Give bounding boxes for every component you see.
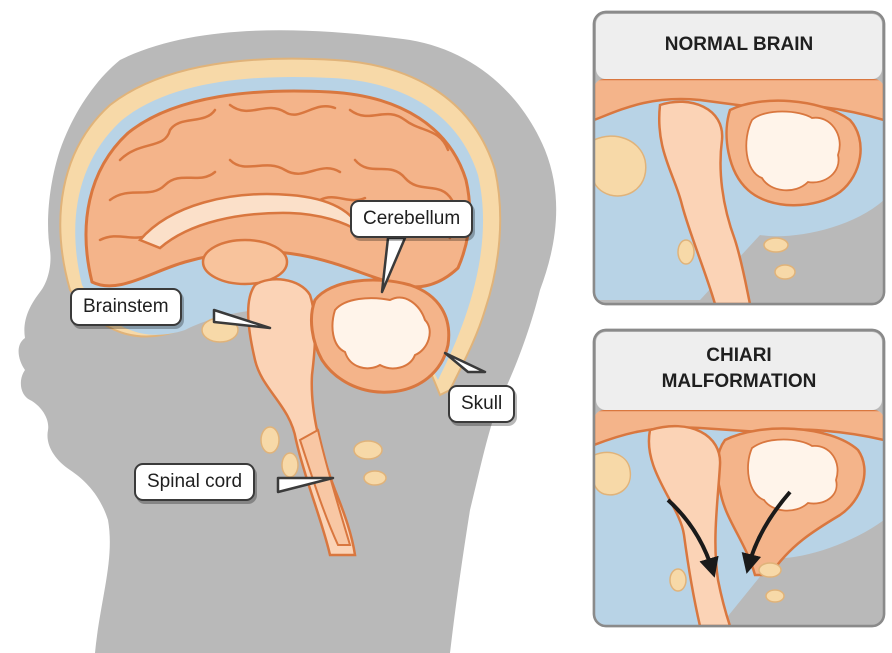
skull-label: Skull bbox=[448, 385, 515, 423]
normal-brain-title: NORMAL BRAIN bbox=[596, 32, 882, 58]
spinal-cord-label: Spinal cord bbox=[134, 463, 255, 501]
chiari-title-line2: MALFORMATION bbox=[596, 369, 882, 395]
thalamus bbox=[203, 240, 287, 284]
chiari-title-line1: CHIARI bbox=[596, 343, 882, 369]
cerebellum-label: Cerebellum bbox=[350, 200, 473, 238]
brainstem-label: Brainstem bbox=[70, 288, 182, 326]
